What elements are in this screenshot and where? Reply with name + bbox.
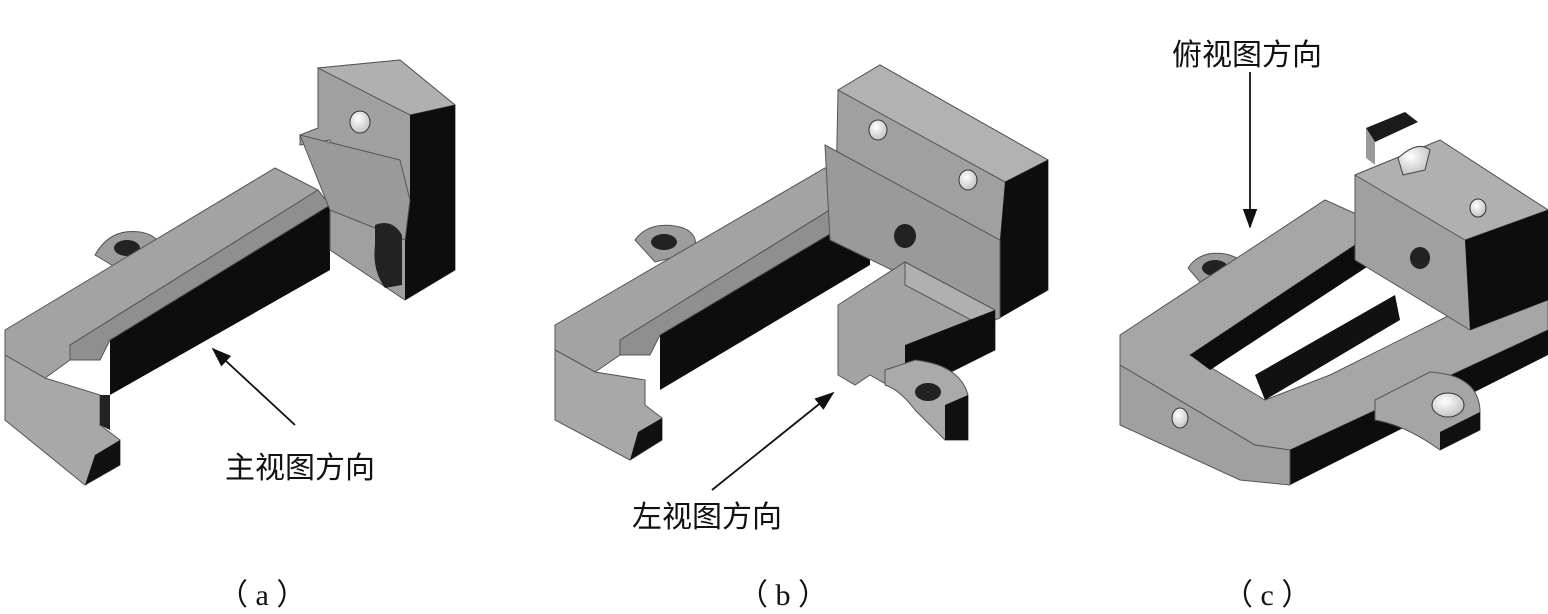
arrow-a [211, 347, 296, 426]
part-a-ear-hole [114, 240, 140, 256]
arrow-label-b: 左视图方向 [632, 500, 782, 535]
part-a-hole [349, 110, 371, 134]
arrow-label-c: 俯视图方向 [1172, 38, 1322, 73]
caption-c: （ c ） [1223, 579, 1312, 612]
caption-a: （ a ） [218, 579, 307, 612]
caption-b: （ b ） [738, 579, 828, 612]
arrow-b [711, 391, 835, 491]
part-a-model [4, 59, 457, 486]
part-c-model [1119, 112, 1548, 486]
part-b-model [554, 64, 1050, 461]
arrow-label-a: 主视图方向 [225, 451, 375, 486]
